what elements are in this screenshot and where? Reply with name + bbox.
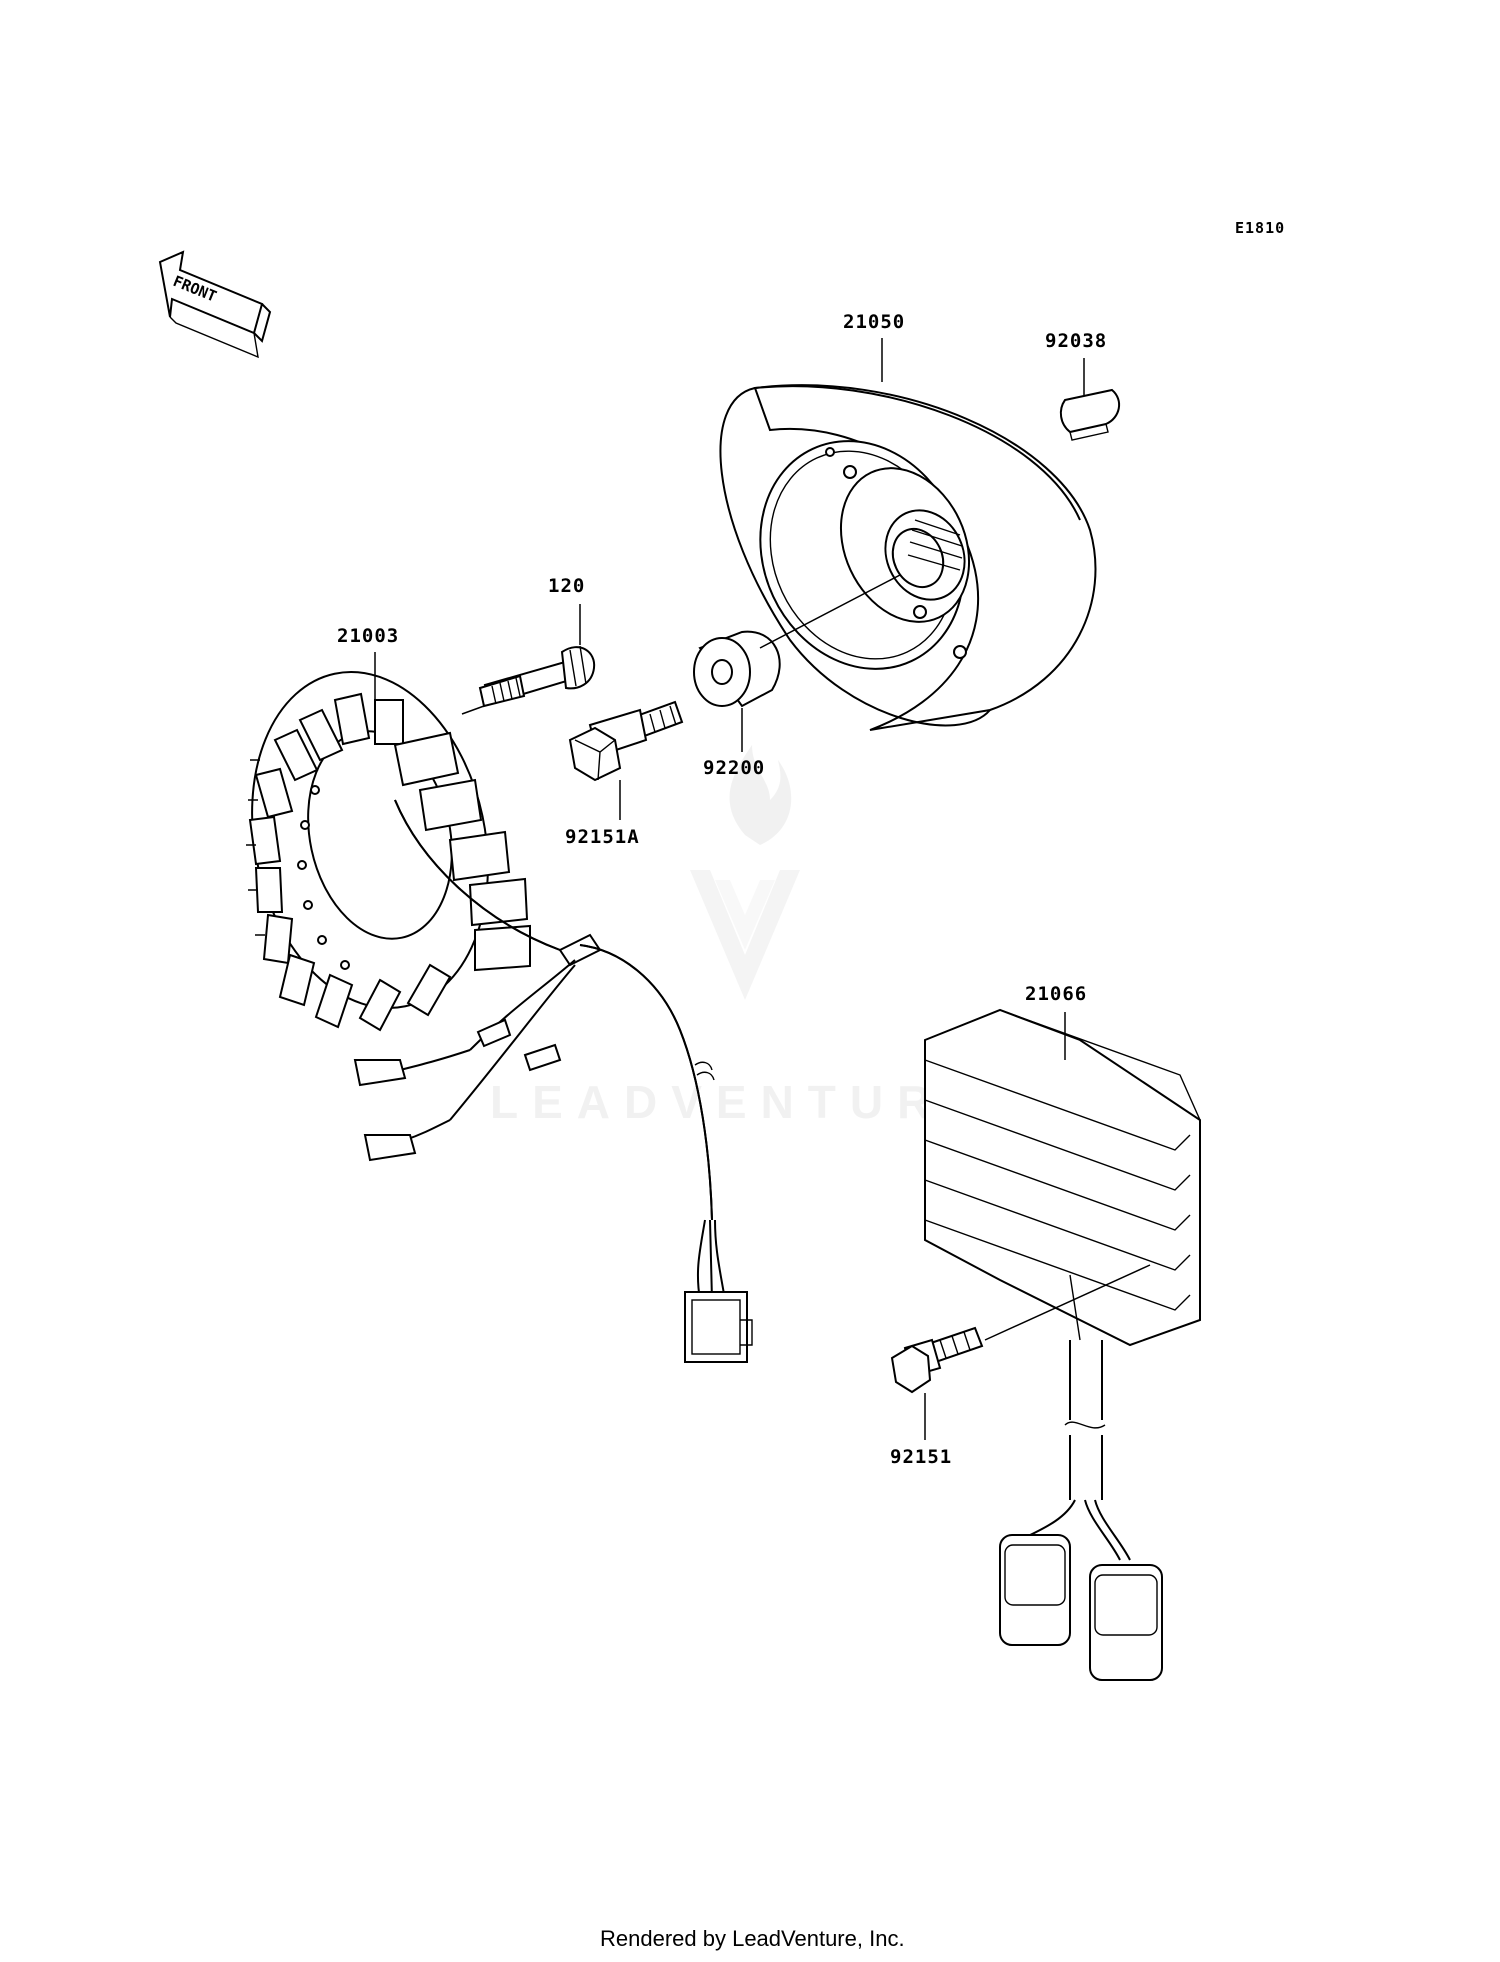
front-arrow-icon: FRONT — [158, 250, 272, 359]
label-92038: 92038 — [1045, 330, 1107, 352]
stator-coil — [246, 671, 531, 1032]
bolt-120 — [478, 645, 596, 708]
label-21050: 21050 — [843, 311, 905, 333]
label-92151a: 92151A — [565, 826, 640, 848]
label-21003: 21003 — [337, 625, 399, 647]
footer-credit: Rendered by LeadVenture, Inc. — [600, 1926, 905, 1951]
stator-harness — [353, 799, 753, 1363]
leader-bolt-120-axis — [461, 705, 485, 715]
label-21066: 21066 — [1025, 983, 1087, 1005]
regulator-rectifier — [924, 1008, 1201, 1681]
diagram-id: E1810 — [1235, 219, 1285, 237]
shaft-axis-line — [759, 574, 901, 649]
washer — [693, 630, 781, 708]
flywheel-rotor — [719, 384, 1097, 731]
bolt-92151-axis — [984, 1264, 1151, 1341]
label-92200: 92200 — [703, 757, 765, 779]
label-92151: 92151 — [890, 1446, 952, 1468]
watermark-logo — [690, 745, 800, 1000]
woodruff-key — [1059, 388, 1121, 441]
label-120: 120 — [548, 575, 585, 597]
bolt-92151a — [568, 700, 684, 782]
bolt-92151 — [890, 1326, 984, 1394]
watermark-text: LEADVENTURE — [490, 1076, 989, 1128]
